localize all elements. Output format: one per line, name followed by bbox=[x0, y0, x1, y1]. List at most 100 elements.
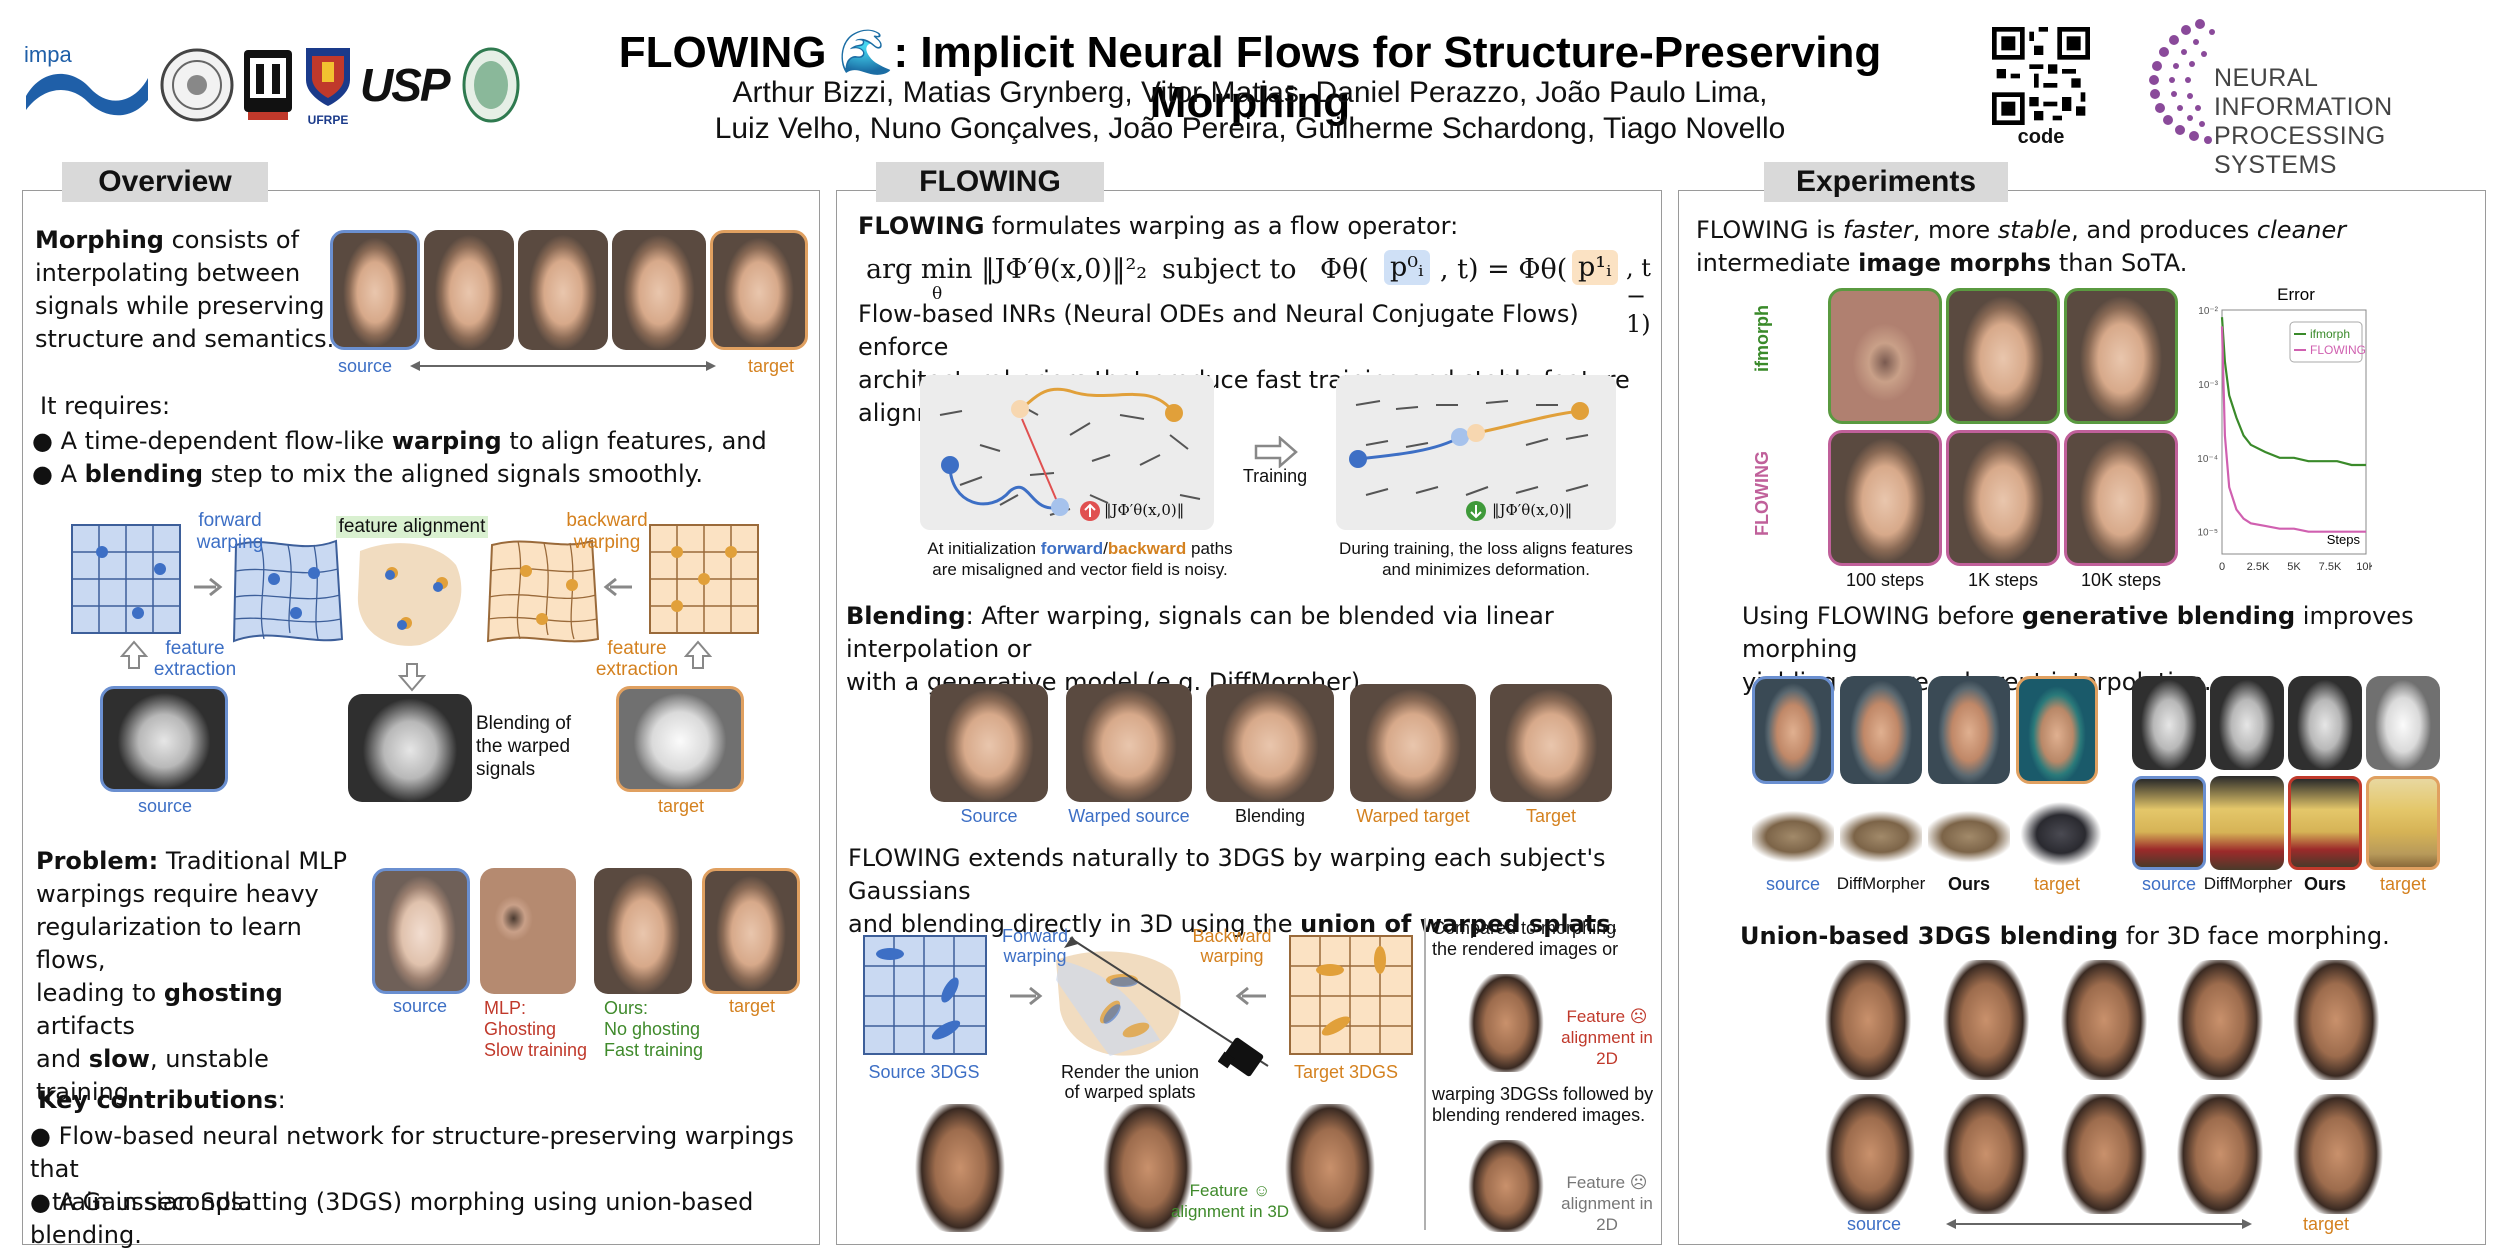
morphing-definition: Morphing consists of interpolating betwe… bbox=[35, 224, 335, 356]
backward-warping-label: backward warping bbox=[552, 510, 662, 554]
overview-face-step-1 bbox=[424, 230, 514, 350]
blend-target-face bbox=[1490, 684, 1612, 802]
training-arrow-icon bbox=[1254, 436, 1298, 468]
problem-line-4-bold: ghosting bbox=[163, 979, 283, 1007]
feature-extraction-left-label: feature extraction bbox=[140, 638, 250, 680]
backward-warping-line-2: warping bbox=[573, 532, 641, 553]
vector-field-trained-diagram bbox=[1336, 375, 1616, 530]
head-row2-1 bbox=[1820, 1094, 1920, 1214]
cmp-right-diffmorpher-face bbox=[2210, 676, 2284, 770]
mlp-line-1: MLP: bbox=[484, 998, 527, 1018]
cmp-left-caption-ours: Ours bbox=[1947, 874, 1990, 894]
steps-caption-100: 100 steps bbox=[1845, 570, 1925, 590]
ext-l2-post: . bbox=[1610, 910, 1619, 938]
flowing-100-steps bbox=[1828, 430, 1942, 566]
req1-pre: ● A time-dependent flow-like bbox=[32, 427, 392, 455]
exp-intro-b: faster bbox=[1843, 216, 1913, 244]
problem-bold: Problem: bbox=[36, 847, 159, 875]
blend-blending-face bbox=[1206, 684, 1334, 802]
gen-line-1: Using FLOWING before generative blending… bbox=[1742, 600, 2482, 666]
ifmorph-100-steps bbox=[1828, 288, 1942, 424]
ext-l2-pre: and blending directly in 3D using the bbox=[848, 910, 1301, 938]
contribution-2: ● A Gaussian Splatting (3DGS) morphing u… bbox=[30, 1188, 754, 1249]
backward-3dgs-line-2: warping bbox=[1200, 946, 1264, 966]
forward-3dgs-line-2: warping bbox=[1003, 946, 1067, 966]
forward-3dgs-line-1: Forward bbox=[1001, 926, 1068, 946]
x-tick-label: 2.5K bbox=[2247, 561, 2270, 573]
cmp-right-diffmorpher-house bbox=[2210, 776, 2284, 870]
jacobian-label-initial: ‖JΦ′θ(x,0)‖ bbox=[1104, 501, 1185, 519]
train-caption-line-2: and minimizes deformation. bbox=[1382, 560, 1590, 579]
3dgs-divider bbox=[1424, 918, 1426, 1230]
camera-icon bbox=[1218, 1037, 1264, 1077]
forward-warping-line-2: warping bbox=[196, 532, 264, 553]
render-union-line-2: of warped splats bbox=[1064, 1082, 1196, 1102]
qr-code-icon[interactable] bbox=[1992, 27, 2090, 125]
equation-theta: θ bbox=[932, 284, 943, 304]
feature-extraction-left-line-2: extraction bbox=[153, 659, 237, 680]
impa-logo: impa bbox=[22, 38, 152, 118]
shield-logo-icon bbox=[242, 48, 294, 122]
y-tick-label: 10⁻² bbox=[2198, 306, 2218, 317]
problem-target-face bbox=[702, 868, 800, 994]
usp-logo: USP bbox=[360, 58, 460, 111]
warping-note-line-2: blending rendered images. bbox=[1432, 1105, 1646, 1125]
exp-intro-line-2: intermediate image morphs than SoTA. bbox=[1696, 247, 2476, 280]
usp-logo-text: USP bbox=[360, 59, 451, 111]
forward-warping-line-1: forward bbox=[198, 510, 262, 531]
chart-y-ticks: 10⁻²10⁻³10⁻⁴10⁻⁵ bbox=[2197, 306, 2218, 539]
impa-logo-text: impa bbox=[24, 42, 72, 67]
y-tick-label: 10⁻⁵ bbox=[2197, 528, 2218, 539]
init-caption-line-1: At initialization forward/backward paths bbox=[890, 538, 1270, 559]
union-target-label: target bbox=[2302, 1214, 2350, 1234]
x-tick-label: 0 bbox=[2219, 561, 2225, 573]
experiments-tab: Experiments bbox=[1764, 162, 2008, 202]
y-tick-label: 10⁻³ bbox=[2198, 380, 2218, 391]
mlp-caption: MLP: Ghosting Slow training bbox=[484, 998, 604, 1061]
flowing-1k-steps bbox=[1946, 430, 2060, 566]
union-source-label: source bbox=[1846, 1214, 1902, 1234]
cmp-left-source-face bbox=[1752, 676, 1834, 784]
feature-3d-label: Feature ☺ alignment in 3D bbox=[1160, 1180, 1300, 1222]
cmp-left-caption-target: target bbox=[2033, 874, 2081, 894]
feature-2d-grey-line-2: alignment in 2D bbox=[1561, 1194, 1653, 1234]
cmp-left-target-dragon bbox=[2016, 790, 2106, 870]
overview-target-label: target bbox=[747, 356, 795, 376]
morphing-bold: Morphing bbox=[35, 226, 164, 254]
3dgs-extension-description: FLOWING extends naturally to 3DGS by war… bbox=[848, 842, 1658, 941]
gen-c: improves morphing bbox=[1742, 602, 2414, 663]
equation-subject-to: subject to bbox=[1162, 254, 1297, 285]
equation-p0: p⁰ᵢ bbox=[1384, 250, 1430, 285]
feature-2d-grey-label: Feature ☹ alignment in 2D bbox=[1552, 1172, 1662, 1235]
neurips-line-2: PROCESSING SYSTEMS bbox=[2214, 122, 2386, 179]
x-tick-label: 5K bbox=[2287, 561, 2301, 573]
neurips-line-1: NEURAL INFORMATION bbox=[2214, 64, 2393, 121]
init-l1-pre: At initialization bbox=[927, 539, 1041, 558]
chart-x-label: Steps bbox=[2327, 532, 2361, 547]
series-line-ifmorph bbox=[2220, 317, 2366, 467]
blending-warped-signals-label: Blending of the warped signals bbox=[476, 712, 586, 781]
comparison-note: Compared to morphing the rendered images… bbox=[1432, 918, 1662, 960]
cmp-right-caption-source: source bbox=[2141, 874, 2197, 894]
ufrpe-logo: UFRPE bbox=[302, 44, 354, 127]
ours-line-2: No ghosting bbox=[604, 1019, 701, 1039]
row-label-ifmorph: ifmorph bbox=[1752, 305, 1772, 372]
2d-head-comparison-2 bbox=[1464, 1140, 1548, 1232]
init-forward: forward bbox=[1040, 539, 1104, 558]
init-l1-post: paths bbox=[1186, 539, 1233, 558]
key-contributions-heading: Key contributions: bbox=[38, 1086, 286, 1114]
morphing-line-1: consists of bbox=[163, 226, 300, 254]
head-row1-5 bbox=[2288, 960, 2384, 1080]
problem-target-label: target bbox=[728, 996, 776, 1016]
cmp-right-target-house bbox=[2366, 776, 2440, 870]
exp-intro-i: than SoTA. bbox=[2051, 249, 2188, 277]
flowing-intro: FLOWING formulates warping as a flow ope… bbox=[858, 210, 1658, 243]
warping-note-line-1: warping 3DGSs followed by bbox=[1432, 1084, 1654, 1104]
3dgs-splat-diagram bbox=[863, 935, 1413, 1067]
contribution-1-line-1: ● Flow-based neural network for structur… bbox=[30, 1122, 794, 1183]
problem-line-3: regularization to learn flows, bbox=[36, 913, 302, 974]
req1-post: to align features, and bbox=[501, 427, 767, 455]
blending-down-arrow bbox=[398, 663, 426, 692]
qr-code-label: code bbox=[2017, 126, 2065, 148]
splat-union-icon bbox=[1056, 936, 1269, 1067]
